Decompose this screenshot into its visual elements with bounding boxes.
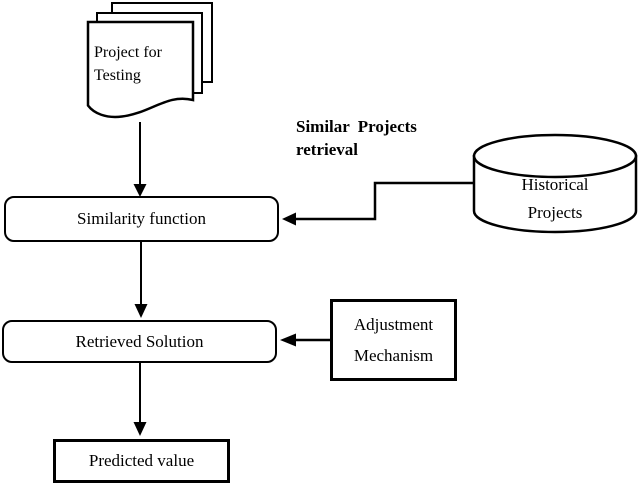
arrow-project-to-similarity [133,122,147,197]
database-cylinder-icon [472,133,638,234]
edge-annotation-similar-projects-retrieval: Similar Projects retrieval [296,117,417,159]
node-project-for-testing-label: Project for Testing [94,44,162,85]
node-historical-projects-label: Historical Projects [521,175,589,222]
node-predicted-value-label: Predicted value [88,451,195,471]
node-predicted-value: Predicted value [53,439,230,483]
document-page-front-icon [86,20,195,119]
arrow-historical-to-similarity [282,181,474,226]
arrow-retrieved-to-predicted [133,363,147,436]
node-similarity-function-label: Similarity function [77,209,206,229]
node-retrieved-solution: Retrieved Solution [2,320,277,363]
node-adjustment-mechanism: Adjustment Mechanism [330,299,457,381]
node-retrieved-solution-label: Retrieved Solution [75,331,204,351]
arrow-adjustment-to-retrieved [280,333,330,347]
arrow-similarity-to-retrieved [134,242,148,318]
node-similarity-function: Similarity function [4,196,279,242]
node-adjustment-mechanism-label: Adjustment Mechanism [353,314,434,365]
